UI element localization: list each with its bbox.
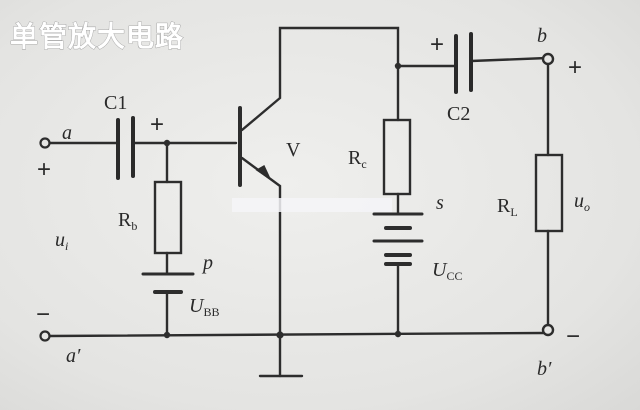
sign-output-minus: − — [566, 323, 580, 350]
terminals — [39, 52, 555, 342]
junction-ground-emitter — [276, 331, 284, 339]
label-ubb: UBB — [189, 295, 219, 319]
junction-ground-ucc — [394, 330, 402, 338]
sign-c2-plus: + — [430, 31, 444, 58]
battery-ubb — [141, 272, 195, 294]
label-rl: RL — [497, 195, 518, 219]
terminal-a-prime — [39, 330, 51, 342]
resistor-rb — [153, 180, 183, 255]
sign-c1-plus: + — [150, 111, 164, 138]
label-node-a: a — [62, 122, 72, 144]
junction-collector — [394, 62, 402, 70]
label-c2: C2 — [447, 103, 470, 125]
label-uo: uo — [574, 190, 590, 214]
terminal-b-prime — [541, 323, 555, 337]
sign-input-plus: + — [37, 156, 51, 183]
terminal-a — [39, 137, 51, 149]
label-rb: Rb — [118, 209, 137, 233]
sign-input-minus: − — [36, 301, 50, 328]
resistor-rc — [382, 118, 412, 196]
label-ui: ui — [55, 229, 68, 253]
diagram-title: 单管放大电路 — [10, 20, 184, 53]
sign-output-plus: + — [568, 54, 582, 81]
wire-collector-to-rc — [240, 26, 400, 132]
smudge-mark — [232, 198, 392, 212]
terminal-b — [541, 52, 555, 66]
label-node-a-prime: a′ — [66, 345, 81, 367]
capacitor-c2 — [454, 32, 473, 94]
wire-ground-bus — [47, 331, 545, 338]
wire-emitter-to-ground — [240, 156, 282, 378]
label-p: p — [201, 252, 213, 274]
emitter-arrow-icon — [255, 164, 272, 182]
label-node-b: b — [537, 25, 547, 47]
wires — [47, 26, 550, 378]
junction-ground-rb — [163, 331, 171, 339]
label-rc: Rc — [348, 147, 367, 171]
capacitor-c1 — [116, 116, 135, 180]
label-s: s — [436, 192, 444, 214]
wire-c2-to-output — [469, 56, 549, 63]
junction-base — [163, 139, 171, 147]
junction-dots — [163, 62, 402, 339]
label-transistor-v: V — [286, 139, 301, 161]
resistor-rl — [534, 153, 564, 233]
battery-ucc — [372, 212, 424, 266]
label-node-b-prime: b′ — [537, 358, 552, 380]
label-ucc: UCC — [432, 259, 462, 283]
label-c1: C1 — [104, 92, 127, 114]
